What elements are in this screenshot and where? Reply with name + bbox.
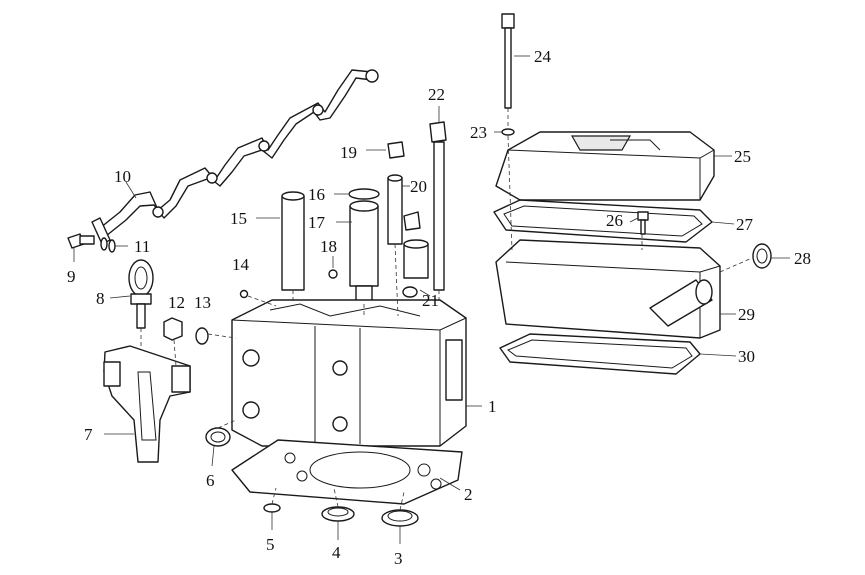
callout-27: 27 xyxy=(736,215,754,234)
ball-part-18 xyxy=(328,269,338,279)
seal-part-6 xyxy=(205,427,231,447)
tappet-part-21 xyxy=(402,211,429,298)
leader-lines xyxy=(73,55,790,544)
pushrod-part-20 xyxy=(387,174,403,245)
callout-29: 29 xyxy=(738,305,755,324)
seal-part-4 xyxy=(321,506,355,522)
callout-9: 9 xyxy=(67,267,76,286)
banjo-bolt xyxy=(67,233,95,249)
cap-part-19 xyxy=(387,141,405,159)
screw-part-26 xyxy=(637,211,649,235)
callout-24: 24 xyxy=(534,47,552,66)
callout-30: 30 xyxy=(738,347,755,366)
callout-14: 14 xyxy=(232,255,250,274)
washer-part-5 xyxy=(263,503,281,513)
plug-part-13 xyxy=(195,327,209,345)
callout-23: 23 xyxy=(470,123,487,142)
callout-20: 20 xyxy=(410,177,427,196)
head-gasket xyxy=(231,439,463,505)
callout-22: 22 xyxy=(428,85,445,104)
callout-7: 7 xyxy=(84,425,93,444)
injector-pipe-assembly xyxy=(91,69,379,245)
callout-labels: 1 2 3 4 5 6 7 8 9 10 11 12 13 14 15 16 1… xyxy=(67,47,811,568)
injector-sleeve-part-17 xyxy=(349,200,379,305)
seal-part-28 xyxy=(752,243,772,269)
valve-cover xyxy=(495,131,715,201)
callout-2: 2 xyxy=(464,485,473,504)
callout-18: 18 xyxy=(320,237,337,256)
callout-10: 10 xyxy=(114,167,131,186)
housing-gasket xyxy=(499,333,701,375)
callout-4: 4 xyxy=(332,543,341,562)
callout-25: 25 xyxy=(734,147,751,166)
callout-5: 5 xyxy=(266,535,275,554)
callout-28: 28 xyxy=(794,249,811,268)
rocker-housing xyxy=(495,239,721,339)
sealing-washers xyxy=(100,237,116,253)
washer-part-23 xyxy=(501,128,515,136)
cover-gasket xyxy=(493,199,713,243)
lifting-eye-bolt xyxy=(128,259,154,329)
callout-1: 1 xyxy=(488,397,497,416)
callout-16: 16 xyxy=(308,185,325,204)
callout-21: 21 xyxy=(422,291,439,310)
bolt-part-24 xyxy=(501,13,515,109)
callout-8: 8 xyxy=(96,289,105,308)
pin-part-14 xyxy=(239,289,249,299)
callout-17: 17 xyxy=(308,213,326,232)
tube-part-15 xyxy=(281,191,305,291)
callout-15: 15 xyxy=(230,209,247,228)
callout-26: 26 xyxy=(606,211,623,230)
cylinder-head xyxy=(231,299,467,447)
seal-part-3 xyxy=(381,509,419,527)
head-bolt-part-22 xyxy=(429,121,447,291)
nut-part-12 xyxy=(163,317,183,341)
callout-6: 6 xyxy=(206,471,215,490)
callout-19: 19 xyxy=(340,143,357,162)
callout-12: 12 xyxy=(168,293,185,312)
callout-13: 13 xyxy=(194,293,211,312)
rocker-bracket xyxy=(103,345,191,463)
o-ring-part-16 xyxy=(348,188,380,200)
callout-11: 11 xyxy=(134,237,150,256)
callout-3: 3 xyxy=(394,549,403,568)
